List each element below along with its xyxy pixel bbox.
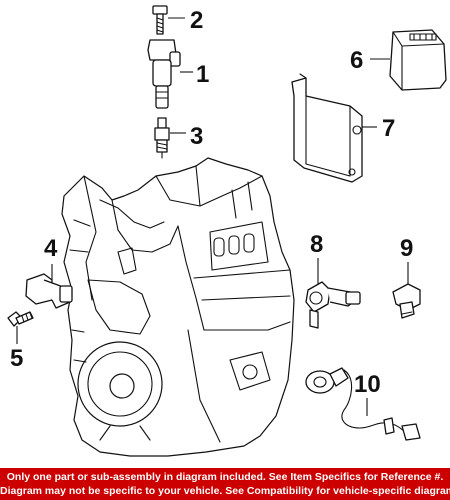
callout-3: 3 <box>190 123 203 150</box>
part-7-engine-control-unit <box>291 73 377 183</box>
part-3-spark-plug <box>154 117 186 159</box>
part-5-bolt <box>7 311 34 344</box>
callout-1: 1 <box>196 61 209 88</box>
part-4-sensor <box>25 264 73 309</box>
callout-6: 6 <box>350 47 363 74</box>
part-10-knock-sensor <box>305 367 421 441</box>
part-8-cam-sensor <box>305 258 361 329</box>
callout-9: 9 <box>400 235 413 262</box>
disclaimer-line-1: Only one part or sub-assembly in diagram… <box>6 471 444 483</box>
part-6-control-module <box>370 29 447 91</box>
engine-block <box>61 157 295 457</box>
part-2-bolt <box>152 5 185 35</box>
callout-4: 4 <box>44 235 58 262</box>
callout-7: 7 <box>382 115 395 142</box>
callout-10: 10 <box>354 371 381 398</box>
parts-diagram: 1 2 3 4 5 6 7 8 9 10 <box>7 5 447 457</box>
callout-8: 8 <box>310 231 323 258</box>
disclaimer-banner: Only one part or sub-assembly in diagram… <box>0 468 450 500</box>
part-9-crank-sensor <box>392 262 421 319</box>
part-1-ignition-coil <box>147 39 193 109</box>
callout-2: 2 <box>190 7 203 34</box>
disclaimer-line-2: Diagram may not be specific to your vehi… <box>0 485 450 497</box>
callout-5: 5 <box>10 345 23 372</box>
